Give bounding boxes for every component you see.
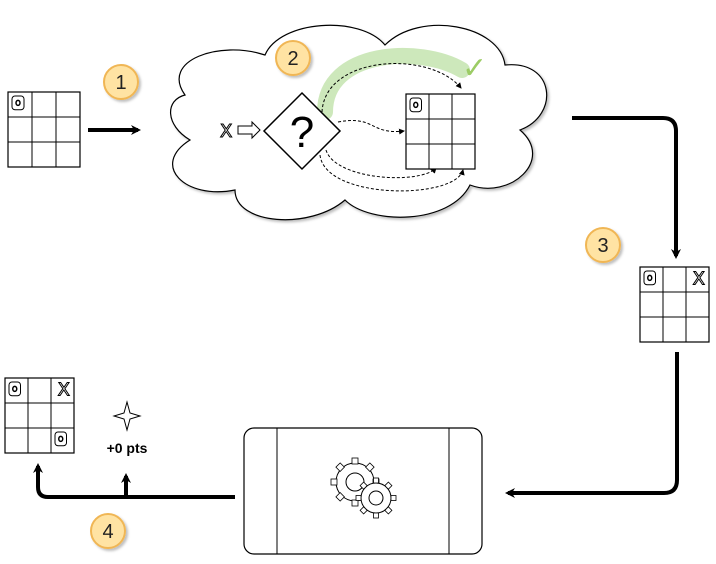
step-number: 4 (102, 521, 113, 543)
o-mark (413, 101, 419, 109)
arrow-to-final-board (33, 463, 235, 499)
board-candidate (405, 93, 476, 170)
x-mark: X (693, 269, 705, 290)
decision-diamond: ? (262, 91, 342, 171)
success-highlight (317, 48, 470, 120)
o-mark (12, 385, 18, 393)
board-final: X (4, 377, 75, 454)
step-badge-3: 3 (585, 227, 621, 263)
check-icon: ✓ (462, 51, 487, 86)
o-mark (647, 274, 653, 282)
step-number: 3 (597, 235, 608, 257)
input-arrow (237, 120, 261, 140)
step-number: 2 (287, 48, 298, 70)
sparkle-icon (112, 400, 142, 432)
step-number: 1 (115, 72, 126, 94)
o-token-frame (54, 431, 67, 447)
input-x-symbol: X (220, 121, 232, 142)
step-badge-2: 2 (275, 40, 311, 76)
question-mark: ? (290, 108, 314, 157)
arrow-step-3 (572, 116, 681, 259)
score-label: +0 pts (107, 440, 148, 456)
board-after-agent: X (639, 266, 710, 343)
o-mark (15, 99, 21, 107)
decision-paths (319, 63, 465, 192)
o-mark (58, 435, 64, 443)
step-badge-4: 4 (90, 513, 126, 549)
arrow-to-engine (505, 352, 679, 498)
o-token-frame (409, 97, 422, 113)
o-token-frame (8, 381, 21, 397)
board-initial (7, 91, 81, 168)
x-mark: X (58, 380, 70, 401)
o-token-frame (643, 270, 656, 286)
o-token-frame (11, 95, 25, 111)
gears-icon (330, 457, 397, 519)
step-badge-1: 1 (103, 64, 139, 100)
